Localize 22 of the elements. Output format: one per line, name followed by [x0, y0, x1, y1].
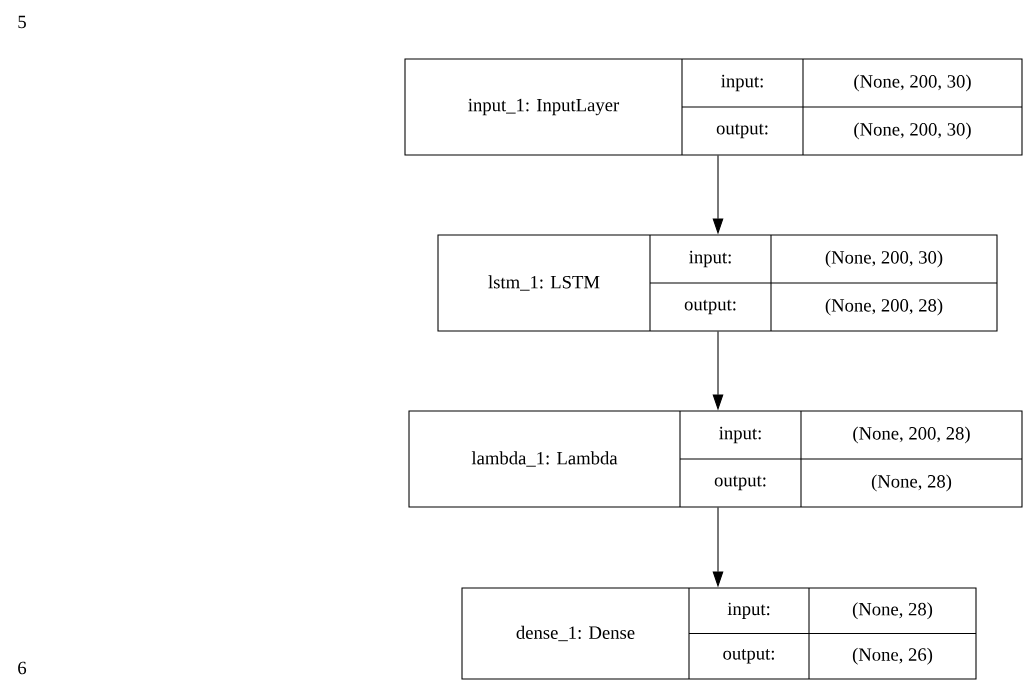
shape-value: (None, 28) — [871, 474, 952, 492]
port-label: output: — [723, 648, 774, 664]
shape-value: (None, 200, 30) — [854, 74, 971, 92]
port-label: output: — [684, 299, 736, 315]
port-label: output: — [716, 123, 768, 139]
layer-name: input_1: InputLayer — [468, 98, 620, 116]
port-label: input: — [727, 602, 770, 619]
port-label: input: — [721, 74, 763, 92]
shape-value: (None, 200, 28) — [825, 298, 943, 316]
layer-name: lstm_1: LSTM — [488, 275, 600, 291]
shape-value: (None, 200, 30) — [825, 250, 943, 268]
layer-name: lambda_1: Lambda — [471, 451, 618, 467]
shape-value: (None, 26) — [852, 647, 933, 665]
shape-value: (None, 28) — [852, 602, 933, 620]
page-number: 5 — [18, 15, 26, 29]
shape-value: (None, 200, 28) — [853, 426, 970, 444]
layer-name: dense_1: Dense — [516, 625, 635, 642]
shape-value: (None, 200, 30) — [854, 122, 971, 140]
port-label: input: — [689, 250, 731, 268]
page-number: 6 — [18, 661, 27, 675]
port-label: input: — [719, 426, 761, 444]
port-label: output: — [714, 475, 766, 491]
